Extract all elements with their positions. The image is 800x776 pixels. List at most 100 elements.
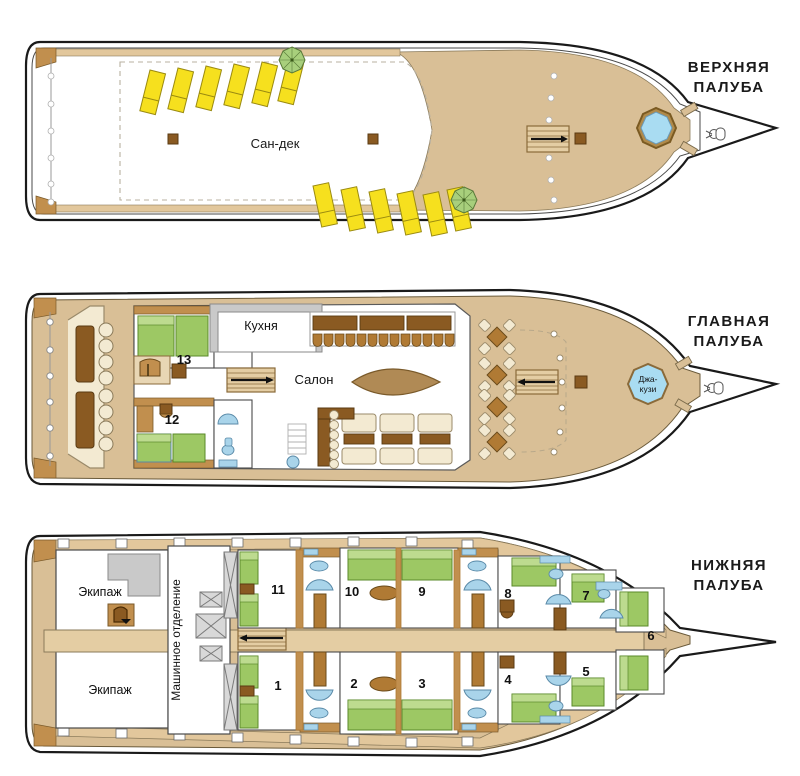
upper-sundeck-floor [55, 52, 400, 210]
cabin-12-bathroom [213, 399, 253, 469]
cabin-1: 1 [237, 651, 301, 731]
main-porthole-group-fwd [550, 330, 566, 456]
cabin-1-bathroom [299, 651, 341, 733]
sun-lounger-row-fwd [312, 182, 478, 237]
engine-machinery [195, 591, 227, 662]
main-outdoor-tables [478, 319, 516, 460]
cabin-7-number: 7 [582, 588, 589, 603]
upper-deck-diagram: Сан-дек [0, 0, 800, 262]
crew-label-fwd: Экипаж [88, 683, 132, 697]
cabin-11: 11 [237, 549, 301, 629]
main-deck-diagram: 13 12 Кухня Салон [0, 272, 800, 504]
main-deck-post [574, 375, 588, 389]
aft-table-1 [75, 325, 95, 383]
upper-deck-label-line1: ВЕРХНЯЯ [687, 59, 771, 76]
main-foredeck-boundary [519, 329, 567, 453]
cabin-9-10-bathroom [457, 547, 499, 629]
jacuzzi-label-line1: Джа- [638, 374, 657, 384]
lower-hull-vents [57, 536, 474, 748]
upper-trim-top [54, 48, 401, 57]
salon-stairs-small [287, 423, 307, 455]
jacuzzi-label-line2: кузи [640, 384, 657, 394]
upper-bowsprit-fitting [705, 127, 726, 141]
upper-deck-posts [167, 132, 587, 145]
lower-partitions [295, 547, 461, 735]
engine-room: Машинное отделение [167, 545, 231, 735]
lower-corridor [43, 629, 645, 653]
main-jacuzzi: Джа- кузи [626, 362, 670, 406]
crew-stairwell [107, 553, 161, 627]
umbrella-icon [278, 46, 306, 74]
main-forward-stairs [515, 369, 559, 395]
upper-deck-label: ВЕРХНЯЯ ПАЛУБА [666, 58, 792, 98]
lower-deck-label: НИЖНЯЯ ПАЛУБА [666, 556, 792, 596]
cabin-5-number: 5 [582, 664, 589, 679]
cabin-3: 3 [399, 651, 459, 735]
cabin-9-number: 9 [418, 584, 425, 599]
upper-porthole-group-aft [47, 72, 55, 206]
upper-deck-label-line2: ПАЛУБА [693, 79, 765, 96]
cabin-2-number: 2 [350, 676, 357, 691]
cabin-1-number: 1 [274, 678, 281, 693]
salon-bench-3 [406, 315, 452, 331]
main-porthole-group-aft [46, 318, 54, 460]
lower-deck-label-line2: ПАЛУБА [693, 577, 765, 594]
cabin-2: 2 [339, 651, 401, 735]
cabin-8: 8 [497, 555, 561, 629]
main-deck-label: ГЛАВНАЯ ПАЛУБА [666, 312, 792, 352]
main-bowsprit-fitting [703, 381, 724, 395]
cabin-2-3-bathroom [457, 651, 499, 733]
salon-bar-stools [329, 410, 339, 469]
cabin-6-number: 6 [647, 628, 654, 643]
upper-porthole-group-fwd [545, 72, 558, 204]
cabin-6-bathroom [595, 581, 624, 619]
cabin-12: 12 [133, 397, 215, 469]
main-deck-label-line2: ПАЛУБА [693, 333, 765, 350]
crew-label-aft: Экипаж [78, 585, 122, 599]
main-aft-seating [67, 305, 114, 469]
salon-center-table [350, 368, 442, 396]
cabin-9: 9 [399, 547, 459, 629]
upper-deck-stairs [526, 125, 570, 153]
aft-table-2 [75, 391, 95, 449]
cabin-4-number: 4 [504, 672, 512, 687]
cabin-13-number: 13 [177, 352, 191, 367]
salon-label: Салон [295, 372, 334, 387]
salon-bench-1 [312, 315, 358, 331]
cabin-11-bathroom [299, 547, 341, 629]
cabin-3-number: 3 [418, 676, 425, 691]
cabin-4: 4 [497, 651, 561, 725]
cabin-bow-lower [615, 649, 665, 695]
cabin-13: 13 [133, 305, 215, 385]
upper-hull-inner-line [31, 47, 701, 215]
cabin-11-number: 11 [271, 582, 285, 597]
lower-tanks [223, 551, 238, 731]
cabin-5: 5 [559, 651, 617, 711]
sun-deck-boundary [119, 61, 433, 201]
aft-chairs [98, 322, 114, 452]
main-bow-cleats [674, 355, 693, 414]
cabin-10-number: 10 [345, 584, 359, 599]
lower-corridor-stairs [237, 625, 287, 651]
lower-deck-diagram: Экипаж Экипаж Машинное отделение [0, 518, 800, 776]
main-deck-svg: 13 12 Кухня Салон [24, 288, 781, 490]
upper-deck-pool [635, 106, 678, 150]
main-deck-label-line1: ГЛАВНАЯ [687, 313, 771, 330]
cabin-10: 10 [339, 547, 401, 629]
main-interior-stairs [226, 367, 276, 393]
cabin-8-number: 8 [504, 586, 511, 601]
kitchen-label: Кухня [244, 319, 277, 333]
cabin-6: 6 [615, 587, 665, 643]
umbrella-icon-2 [450, 186, 478, 214]
cabin-5-bathroom [539, 651, 572, 724]
salon-area: Салон [286, 311, 456, 469]
lower-deck-label-line1: НИЖНЯЯ [691, 557, 767, 574]
kitchen-area: Кухня [209, 303, 323, 353]
salon-sink-icon [286, 455, 300, 469]
sun-lounger-row-aft [139, 46, 306, 116]
upper-deck-svg: Сан-дек [24, 40, 780, 237]
engine-room-label: Машинное отделение [169, 579, 183, 701]
cabin-8-bathroom [539, 555, 572, 631]
salon-stools [312, 333, 455, 347]
lower-corner-bottom [33, 723, 57, 747]
